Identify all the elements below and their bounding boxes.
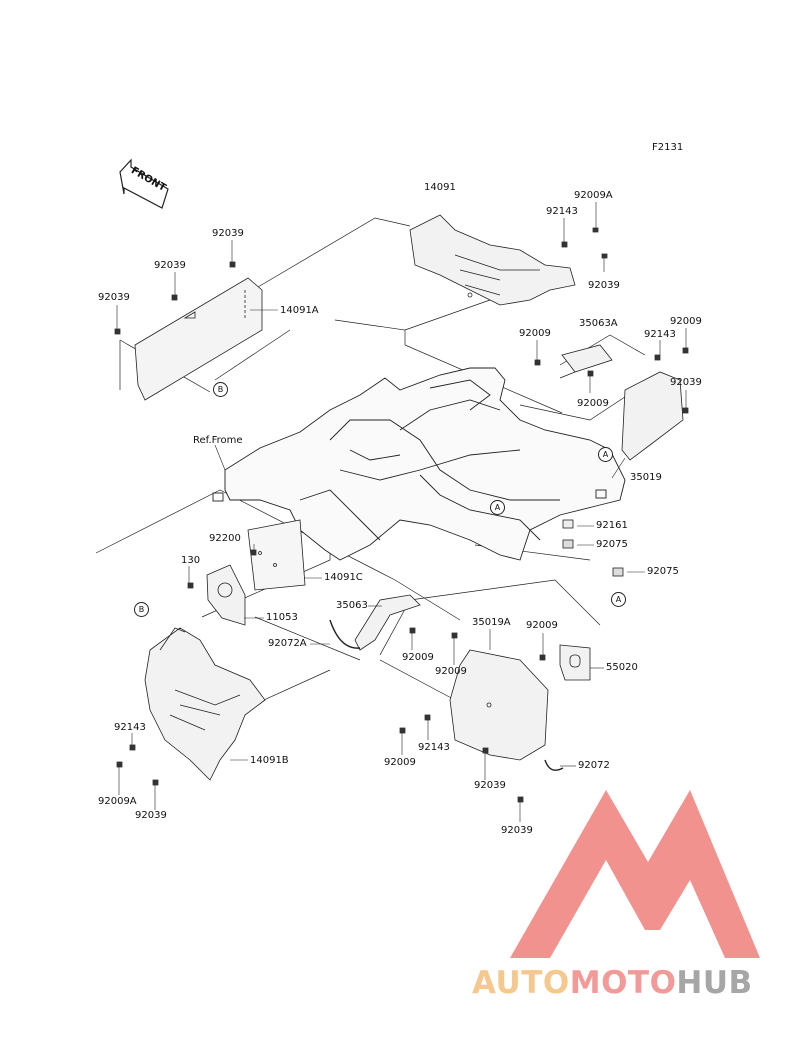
part-92039-bl: 92039 [135, 810, 167, 821]
leader-lines [116, 202, 687, 822]
part-11053: 11053 [266, 612, 298, 623]
bracket-55020 [559, 644, 591, 681]
part-92039-top-right: 92039 [588, 280, 620, 291]
part-92200: 92200 [209, 533, 241, 544]
part-92075-a: 92075 [596, 539, 628, 550]
part-92161: 92161 [596, 520, 628, 531]
part-92009-bl2: 92009 [435, 666, 467, 677]
part-14091c: 14091C [324, 572, 363, 583]
part-92009-mid2: 92009 [577, 398, 609, 409]
watermark-hub: HUB [676, 965, 753, 1001]
part-35019a: 35019A [472, 617, 511, 628]
part-92075-b: 92075 [647, 566, 679, 577]
part-35063: 35063 [336, 600, 368, 611]
part-92072: 92072 [578, 760, 610, 771]
part-92143-top: 92143 [546, 206, 578, 217]
guard-14091 [409, 214, 576, 306]
part-92009-bl1: 92009 [402, 652, 434, 663]
part-92009a-bl: 92009A [98, 796, 137, 807]
part-35063a: 35063A [579, 318, 618, 329]
part-130: 130 [181, 555, 201, 566]
part-14091a: 14091A [280, 305, 319, 316]
part-14091b: 14091B [250, 755, 289, 766]
frame [212, 367, 626, 561]
guard-14091b [144, 627, 266, 781]
callout-b-lower: B [134, 602, 149, 617]
part-35019: 35019 [630, 472, 662, 483]
part-92143-right: 92143 [644, 329, 676, 340]
part-55020: 55020 [606, 662, 638, 673]
bolts [114, 227, 689, 803]
part-14091: 14091 [424, 182, 456, 193]
part-92009-mid: 92009 [519, 328, 551, 339]
watermark-text: AUTOMOTOHUB [472, 963, 753, 1003]
part-92009a-top: 92009A [574, 190, 613, 201]
part-92143-b: 92143 [418, 742, 450, 753]
watermark-logo-icon [510, 790, 760, 958]
callout-a-2: A [490, 500, 505, 515]
part-92009-b4: 92009 [384, 757, 416, 768]
watermark-moto: MOTO [569, 965, 677, 1001]
part-92039-b2: 92039 [501, 825, 533, 836]
callout-a-1: A [598, 447, 613, 462]
bracket-11053 [206, 564, 246, 626]
part-92072a: 92072A [268, 638, 307, 649]
part-92039-b1: 92039 [474, 780, 506, 791]
front-arrow-icon [119, 158, 169, 209]
stay-35063 [354, 594, 421, 651]
bracket-35063a [559, 344, 613, 379]
part-92009-right: 92009 [670, 316, 702, 327]
part-92039-right: 92039 [670, 377, 702, 388]
callout-a-3: A [611, 592, 626, 607]
figure-code: F2131 [652, 142, 684, 153]
ref-frame: Ref.Frome [193, 435, 243, 446]
callout-b-upper: B [213, 382, 228, 397]
plate-14091c [247, 519, 306, 591]
part-92039-left1: 92039 [212, 228, 244, 239]
mudguard-35019 [621, 371, 684, 461]
panel-14091a [134, 277, 263, 401]
part-92143-bl: 92143 [114, 722, 146, 733]
part-92039-left2: 92039 [154, 260, 186, 271]
watermark-auto: AUTO [472, 965, 570, 1001]
part-92009-b3: 92009 [526, 620, 558, 631]
part-92039-left3: 92039 [98, 292, 130, 303]
mudguard-35019a [449, 649, 549, 761]
